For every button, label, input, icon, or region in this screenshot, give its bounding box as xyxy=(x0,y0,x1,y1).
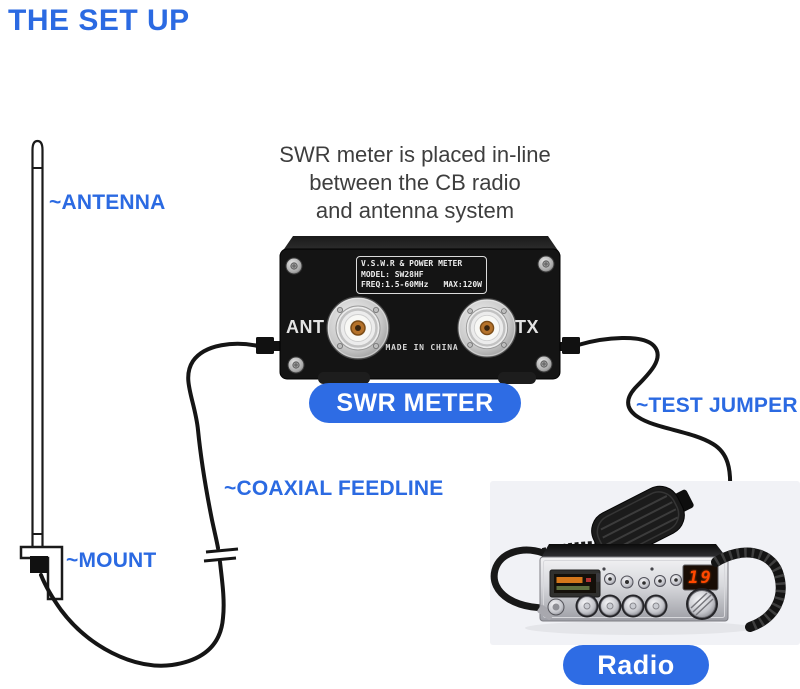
screw-icon xyxy=(285,257,303,275)
nameplate-max: MAX:120W xyxy=(443,280,482,289)
nameplate-line-2: MODEL: SW28HF xyxy=(361,269,424,279)
page-title: THE SET UP xyxy=(8,4,190,37)
nameplate-line-3: FREQ:1.5-60MHz MAX:120W xyxy=(361,280,482,291)
mount-connector xyxy=(30,556,48,573)
small-knobs xyxy=(596,567,691,589)
screw-icon xyxy=(537,255,555,273)
ant-plug-icon xyxy=(256,337,281,354)
mic-jack xyxy=(537,598,565,620)
radio-photo xyxy=(490,481,800,645)
description-line-3: and antenna system xyxy=(315,198,515,223)
radio-top xyxy=(541,544,727,558)
nameplate-line-1: V.S.W.R & POWER METER xyxy=(361,259,463,268)
test-jumper-label: ~TEST JUMPER xyxy=(636,394,798,417)
description-line-2: between the CB radio xyxy=(309,170,521,195)
channel-display: 19 xyxy=(688,567,713,588)
meter-foot xyxy=(318,372,370,384)
ant-port-label: ANT xyxy=(286,317,325,337)
signal-meter xyxy=(549,569,601,598)
coaxial-feedline-label: ~COAXIAL FEEDLINE xyxy=(224,477,444,500)
big-knob xyxy=(686,588,718,620)
description-line-1: SWR meter is placed in-line xyxy=(279,142,551,167)
tx-port-label: TX xyxy=(515,317,540,337)
coax-cable xyxy=(39,337,281,668)
screw-icon xyxy=(287,356,305,374)
description-text: SWR meter is placed in-line between the … xyxy=(258,141,572,225)
screw-icon xyxy=(535,355,553,373)
antenna-label: ~ANTENNA xyxy=(49,191,166,214)
bottom-knobs xyxy=(575,588,718,620)
antenna-rod xyxy=(31,139,44,557)
nameplate-freq: FREQ:1.5-60MHz xyxy=(361,280,429,289)
power-cord-coil xyxy=(711,547,786,632)
mic-cord xyxy=(490,546,567,612)
inline-connector-symbol xyxy=(203,547,239,563)
swr-meter-device xyxy=(279,236,561,384)
meter-nameplate: V.S.W.R & POWER METER MODEL: SW28HF FREQ… xyxy=(356,256,487,294)
swr-meter-top-face xyxy=(282,236,559,252)
made-in-label: MADE IN CHINA xyxy=(385,343,459,352)
mount-label: ~MOUNT xyxy=(66,549,157,572)
radio-badge: Radio xyxy=(563,645,709,685)
mount-bracket xyxy=(19,545,64,601)
swr-meter-badge: SWR METER xyxy=(309,383,521,423)
meter-foot xyxy=(498,372,536,384)
